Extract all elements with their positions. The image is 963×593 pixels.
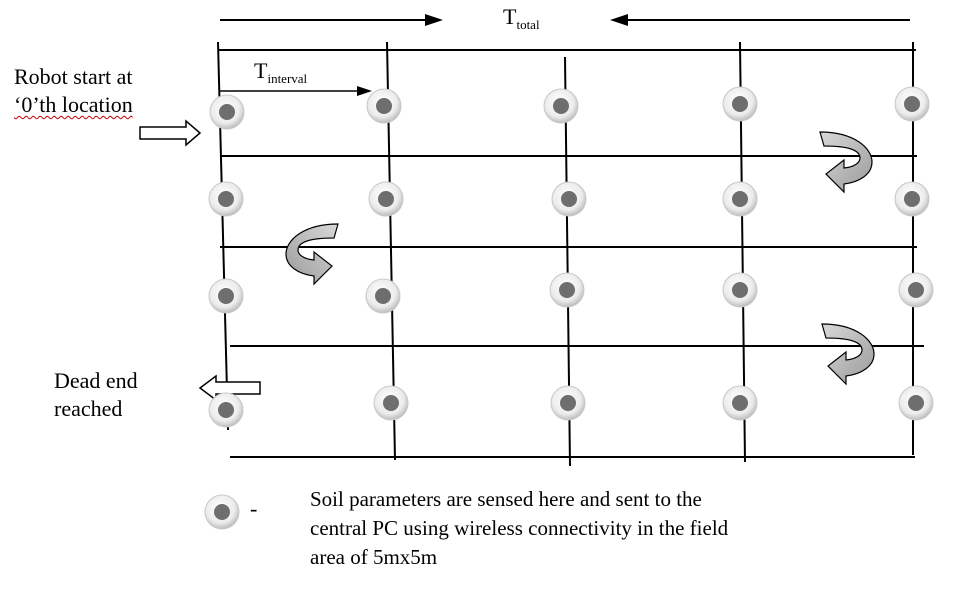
total-arrow-right-head [610,14,628,26]
sensor-node-icon [551,181,587,217]
start-label-line1: Robot start at [14,64,133,89]
u-turn-arrow-icon [819,131,873,194]
sensor-node-icon [722,385,758,421]
sensor-node-icon [368,181,404,217]
end-label-line1: Dead end [54,368,138,393]
sensor-node-icon [366,88,402,124]
legend-text: Soil parameters are sensed here and sent… [310,487,729,569]
interval-time-subscript: interval [267,71,308,86]
total-arrow-left-head [425,14,443,26]
sensor-node-icon [898,385,934,421]
start-label-line2: ‘0’th location [14,92,133,118]
legend-dash: - [250,496,258,521]
sensor-node-icon [722,86,758,122]
interval-arrow-head [357,86,372,96]
u-turn-arrow-icon [821,323,875,386]
sensor-node-icon [208,392,244,428]
hollow-left-arrow-icon [198,374,261,402]
end-label-line2: reached [54,396,123,421]
sensor-node-icon [365,278,401,314]
sensor-node-icon [549,272,585,308]
u-turn-arrow-icon [285,223,339,286]
sensor-node-icon [204,494,240,530]
interval-time-main: T [254,58,268,83]
total-time-arrows [220,14,910,26]
interval-time-label: Tinterval [254,58,307,87]
total-time-main: T [503,4,517,29]
sensor-node-icon [722,272,758,308]
sensor-node-icon [550,385,586,421]
sensor-nodes [208,86,934,428]
sensor-node-icon [209,94,245,130]
total-time-label: Ttotal [503,4,540,33]
sensor-node-icon [373,385,409,421]
sensor-node-icon [894,86,930,122]
total-time-subscript: total [516,17,540,32]
interval-time-arrow [220,86,372,96]
sensor-node-icon [208,181,244,217]
sensor-node-icon [894,181,930,217]
start-label-text: ‘0’th location [14,92,133,117]
sensor-node-icon [722,181,758,217]
sensor-node-icon [898,272,934,308]
sensor-node-icon [208,278,244,314]
hollow-right-arrow-icon [139,119,202,147]
horizontal-path-lines [220,155,924,458]
sensor-node-icon [543,88,579,124]
